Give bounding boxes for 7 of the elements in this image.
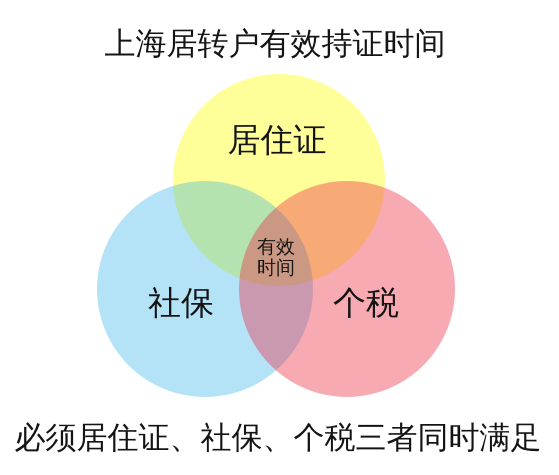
circle-label: 个税 <box>333 284 399 322</box>
region-label: 有效时间 <box>256 237 296 279</box>
circle-label: 居住证 <box>228 121 326 159</box>
title: 上海居转户有效持证时间 <box>104 27 446 63</box>
venn-circle <box>239 181 455 397</box>
caption: 必须居住证、社保、个税三者同时满足 <box>14 421 542 457</box>
circle-label: 社保 <box>148 284 214 322</box>
